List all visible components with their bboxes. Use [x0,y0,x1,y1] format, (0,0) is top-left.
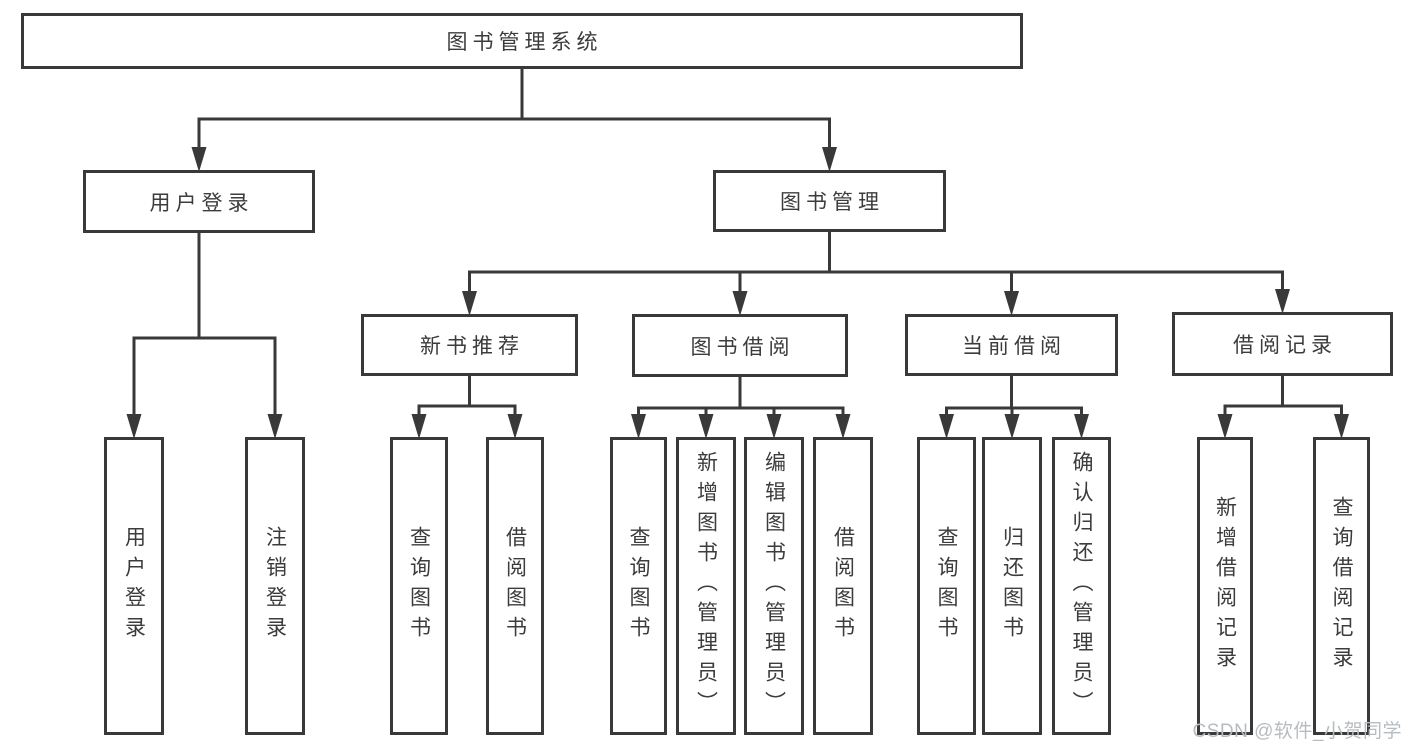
node-label: 借阅图书 [831,526,855,646]
node-new-book-rec: 新书推荐 [361,314,578,376]
node-label: 图书管理 [780,191,884,214]
node-current-borrow: 当前借阅 [905,314,1118,376]
node-label: 图书借阅 [690,335,795,359]
node-borrow-book-2: 借阅图书 [813,437,873,735]
node-logout: 注销登录 [245,437,305,735]
node-return-book: 归还图书 [982,437,1042,735]
node-label: 用户登录 [149,191,254,215]
node-label: 用户登录 [122,526,146,646]
node-label: 编辑图书（管理员） [762,451,786,721]
node-label: 查询图书 [935,526,958,646]
node-label: 确认归还（管理员） [1070,451,1093,721]
node-label: 新增借阅记录 [1213,496,1237,676]
node-edit-book: 编辑图书（管理员） [744,437,804,735]
node-label: 借阅图书 [503,526,527,646]
node-label: 新增图书（管理员） [694,451,718,721]
node-label: 查询借阅记录 [1330,496,1353,676]
node-root: 图书管理系统 [21,13,1023,69]
node-borrow-records: 借阅记录 [1172,312,1393,376]
node-label: 查询图书 [407,526,431,646]
node-query-book-3: 查询图书 [917,437,976,735]
node-label: 当前借阅 [962,335,1066,358]
node-label: 查询图书 [627,526,650,646]
node-query-borrow-record: 查询借阅记录 [1313,437,1370,735]
node-label: 新书推荐 [420,335,524,358]
node-label: 注销登录 [263,526,287,646]
node-add-book: 新增图书（管理员） [676,437,736,735]
node-query-book-1: 查询图书 [390,437,448,735]
csdn-watermark: CSDN @软件_小贺同学 [1192,721,1402,742]
node-confirm-return: 确认归还（管理员） [1052,437,1111,735]
node-query-book-2: 查询图书 [610,437,667,735]
node-borrow-book-1: 借阅图书 [486,437,544,735]
node-book-borrow: 图书借阅 [632,314,848,377]
node-book-mgmt: 图书管理 [713,170,946,232]
node-label: 归还图书 [1000,526,1024,646]
node-add-borrow-record: 新增借阅记录 [1197,437,1253,735]
node-user-login: 用户登录 [83,170,315,233]
node-label: 借阅记录 [1233,334,1337,357]
node-login: 用户登录 [104,437,164,735]
node-label: 图书管理系统 [446,31,603,54]
